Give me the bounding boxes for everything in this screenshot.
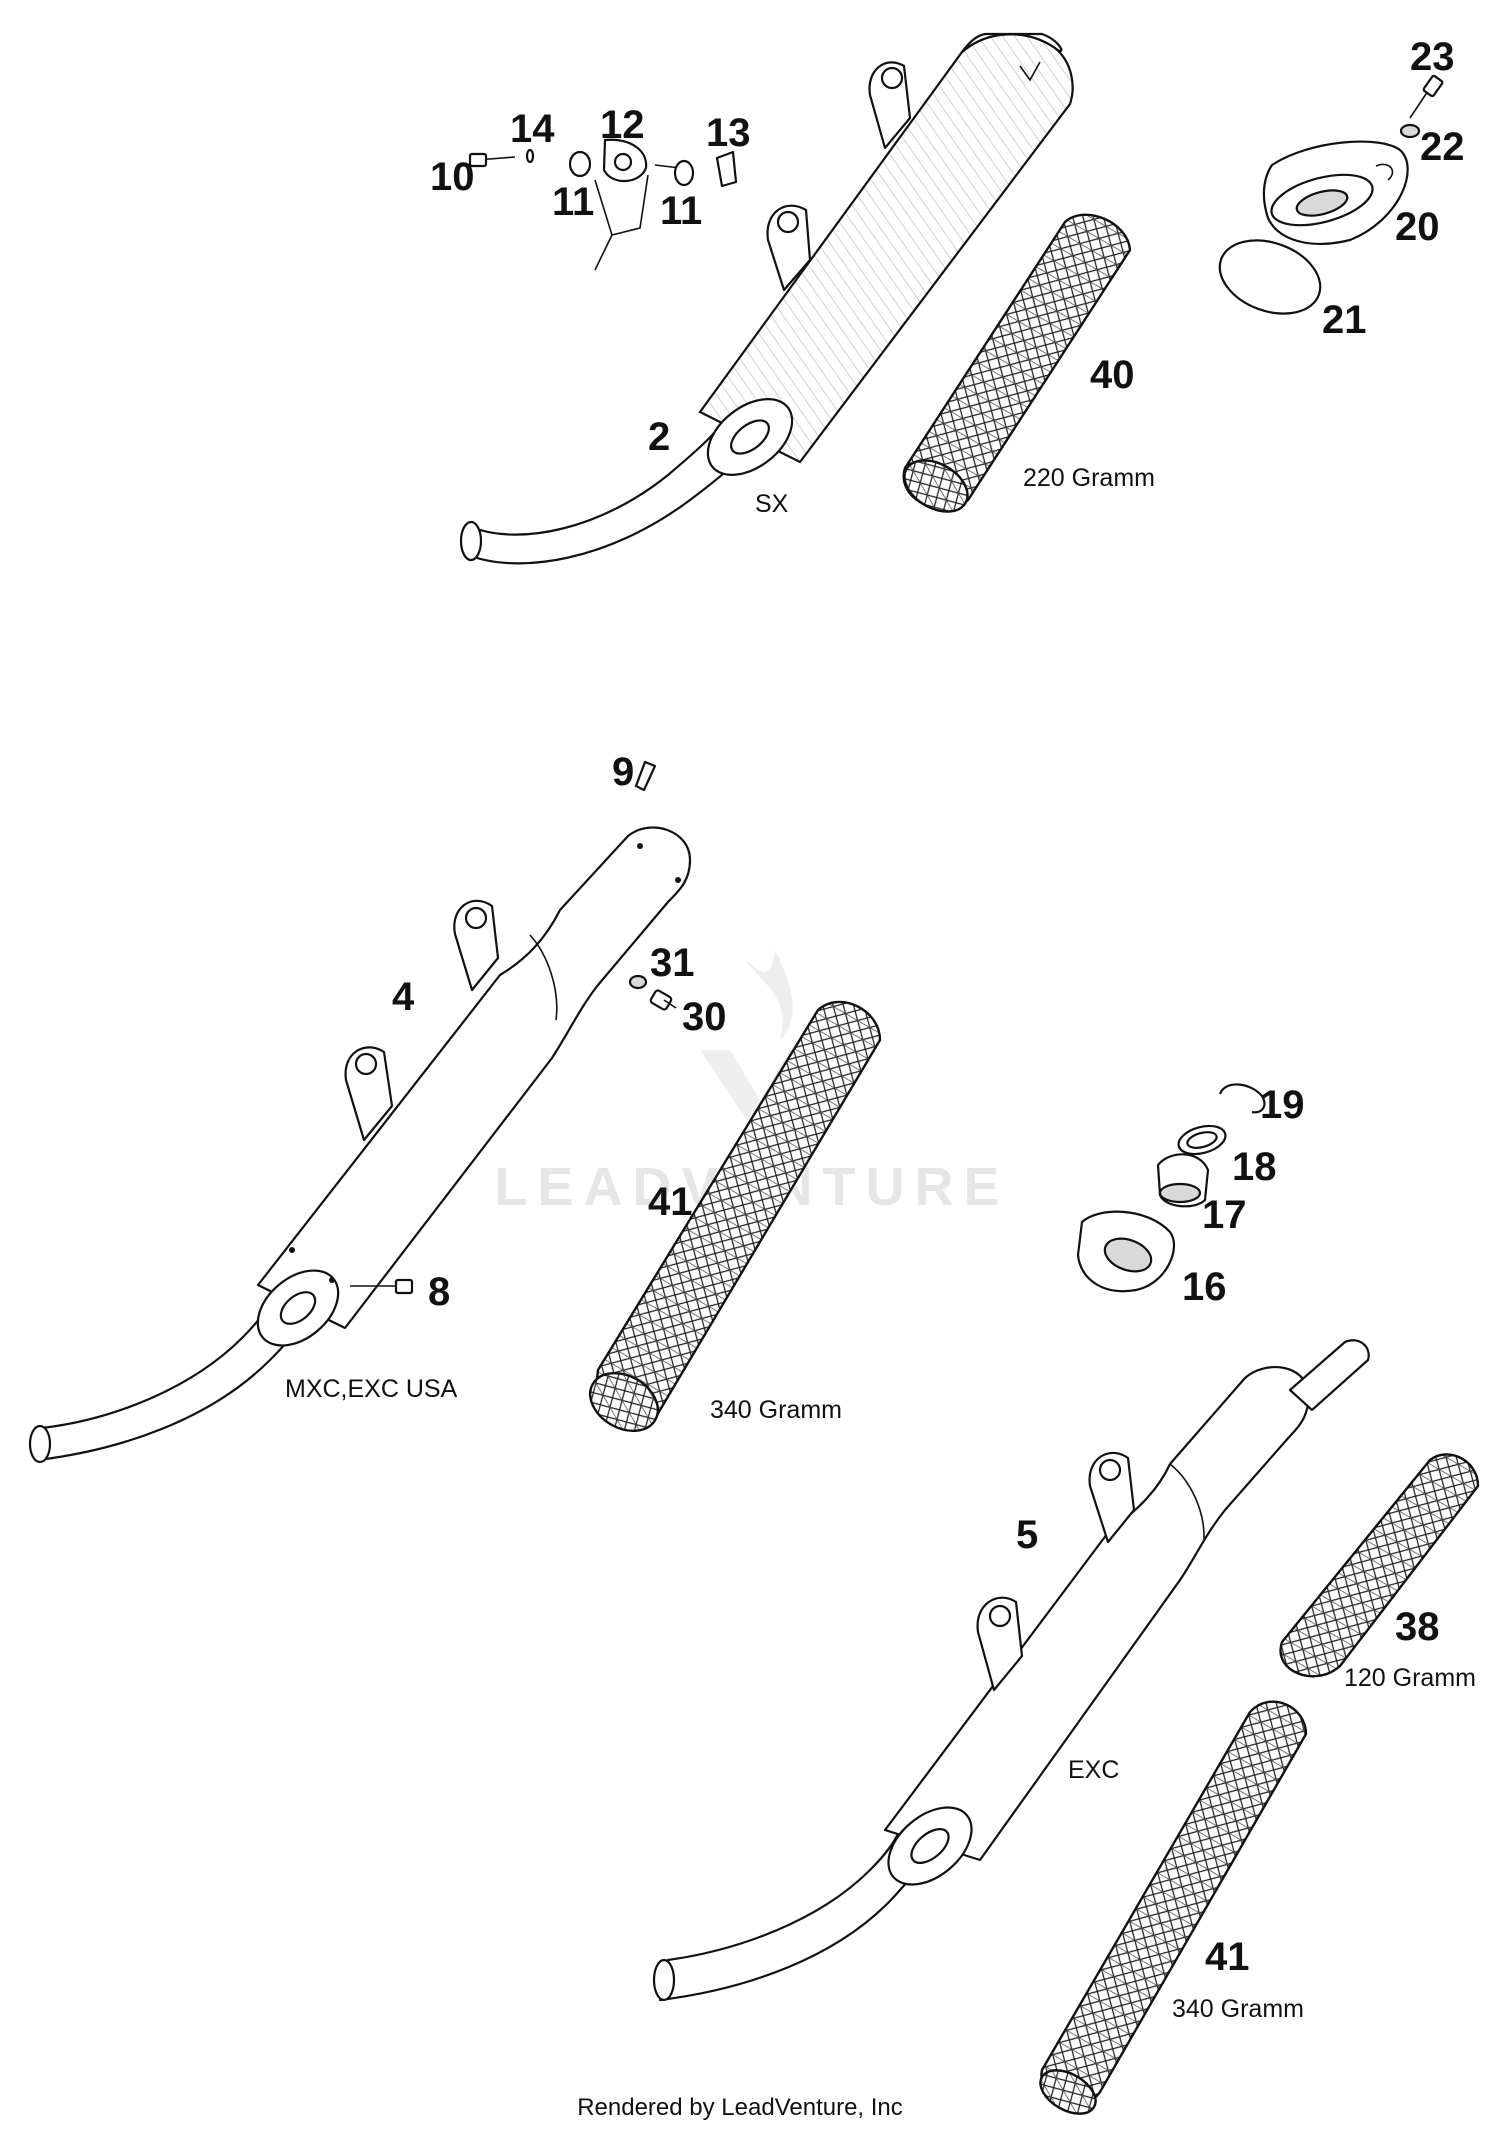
callout-30: 30 <box>682 995 727 1039</box>
silencer-sx <box>459 32 1074 565</box>
variant-labels: SX MXC,EXC USA EXC <box>285 490 1119 1784</box>
callout-8: 8 <box>428 1270 450 1314</box>
packing-part-38 <box>1279 1453 1480 1678</box>
insert-hardware-exc <box>1076 1083 1266 1293</box>
variant-label-sx: SX <box>755 490 789 518</box>
callout-4: 4 <box>392 975 415 1019</box>
callout-18: 18 <box>1232 1145 1277 1189</box>
callout-9: 9 <box>612 750 634 794</box>
callout-5: 5 <box>1016 1513 1038 1557</box>
screws-mxc <box>350 760 677 1295</box>
packing-part-41-mxc <box>589 1000 882 1433</box>
callout-11a: 11 <box>552 180 594 224</box>
callout-40: 40 <box>1090 353 1135 397</box>
packing-part-41-exc <box>1039 1700 1308 2115</box>
callout-22: 22 <box>1420 125 1465 169</box>
packing-part-40 <box>902 213 1132 513</box>
weight-label-41-mxc: 340 Gramm <box>710 1396 842 1424</box>
callout-21: 21 <box>1322 298 1367 342</box>
callout-41a: 41 <box>648 1180 693 1224</box>
callout-20: 20 <box>1395 205 1440 249</box>
mounting-hardware-sx <box>468 74 1444 271</box>
callout-41b: 41 <box>1205 1935 1250 1979</box>
callout-14: 14 <box>510 107 555 151</box>
gasket-ring-part-21 <box>1218 239 1322 315</box>
callout-19: 19 <box>1260 1083 1305 1127</box>
callout-10: 10 <box>430 155 475 199</box>
callout-13: 13 <box>706 111 751 155</box>
weight-label-41-exc: 340 Gramm <box>1172 1995 1304 2023</box>
callout-23: 23 <box>1410 35 1455 79</box>
variant-label-exc: EXC <box>1068 1756 1119 1784</box>
callout-17: 17 <box>1202 1193 1247 1237</box>
callout-11b: 11 <box>660 189 702 233</box>
weight-label-38: 120 Gramm <box>1344 1664 1476 1692</box>
callout-2: 2 <box>648 415 670 459</box>
callout-12: 12 <box>600 103 645 147</box>
variant-label-mxc-exc-usa: MXC,EXC USA <box>285 1375 458 1403</box>
weight-labels: 220 Gramm 340 Gramm 120 Gramm 340 Gramm <box>710 464 1476 2023</box>
callout-31: 31 <box>650 941 695 985</box>
callout-38: 38 <box>1395 1605 1440 1649</box>
silencer-mxc-exc-usa <box>28 826 692 1464</box>
render-credit: Rendered by LeadVenture, Inc <box>577 2094 903 2121</box>
callout-16: 16 <box>1182 1265 1227 1309</box>
end-cap-part-20 <box>1262 140 1409 245</box>
weight-label-40: 220 Gramm <box>1023 464 1155 492</box>
callout-labels: 23 14 12 13 10 22 11 11 20 21 40 2 9 4 3… <box>392 35 1465 1979</box>
silencer-exc <box>652 1339 1370 2002</box>
